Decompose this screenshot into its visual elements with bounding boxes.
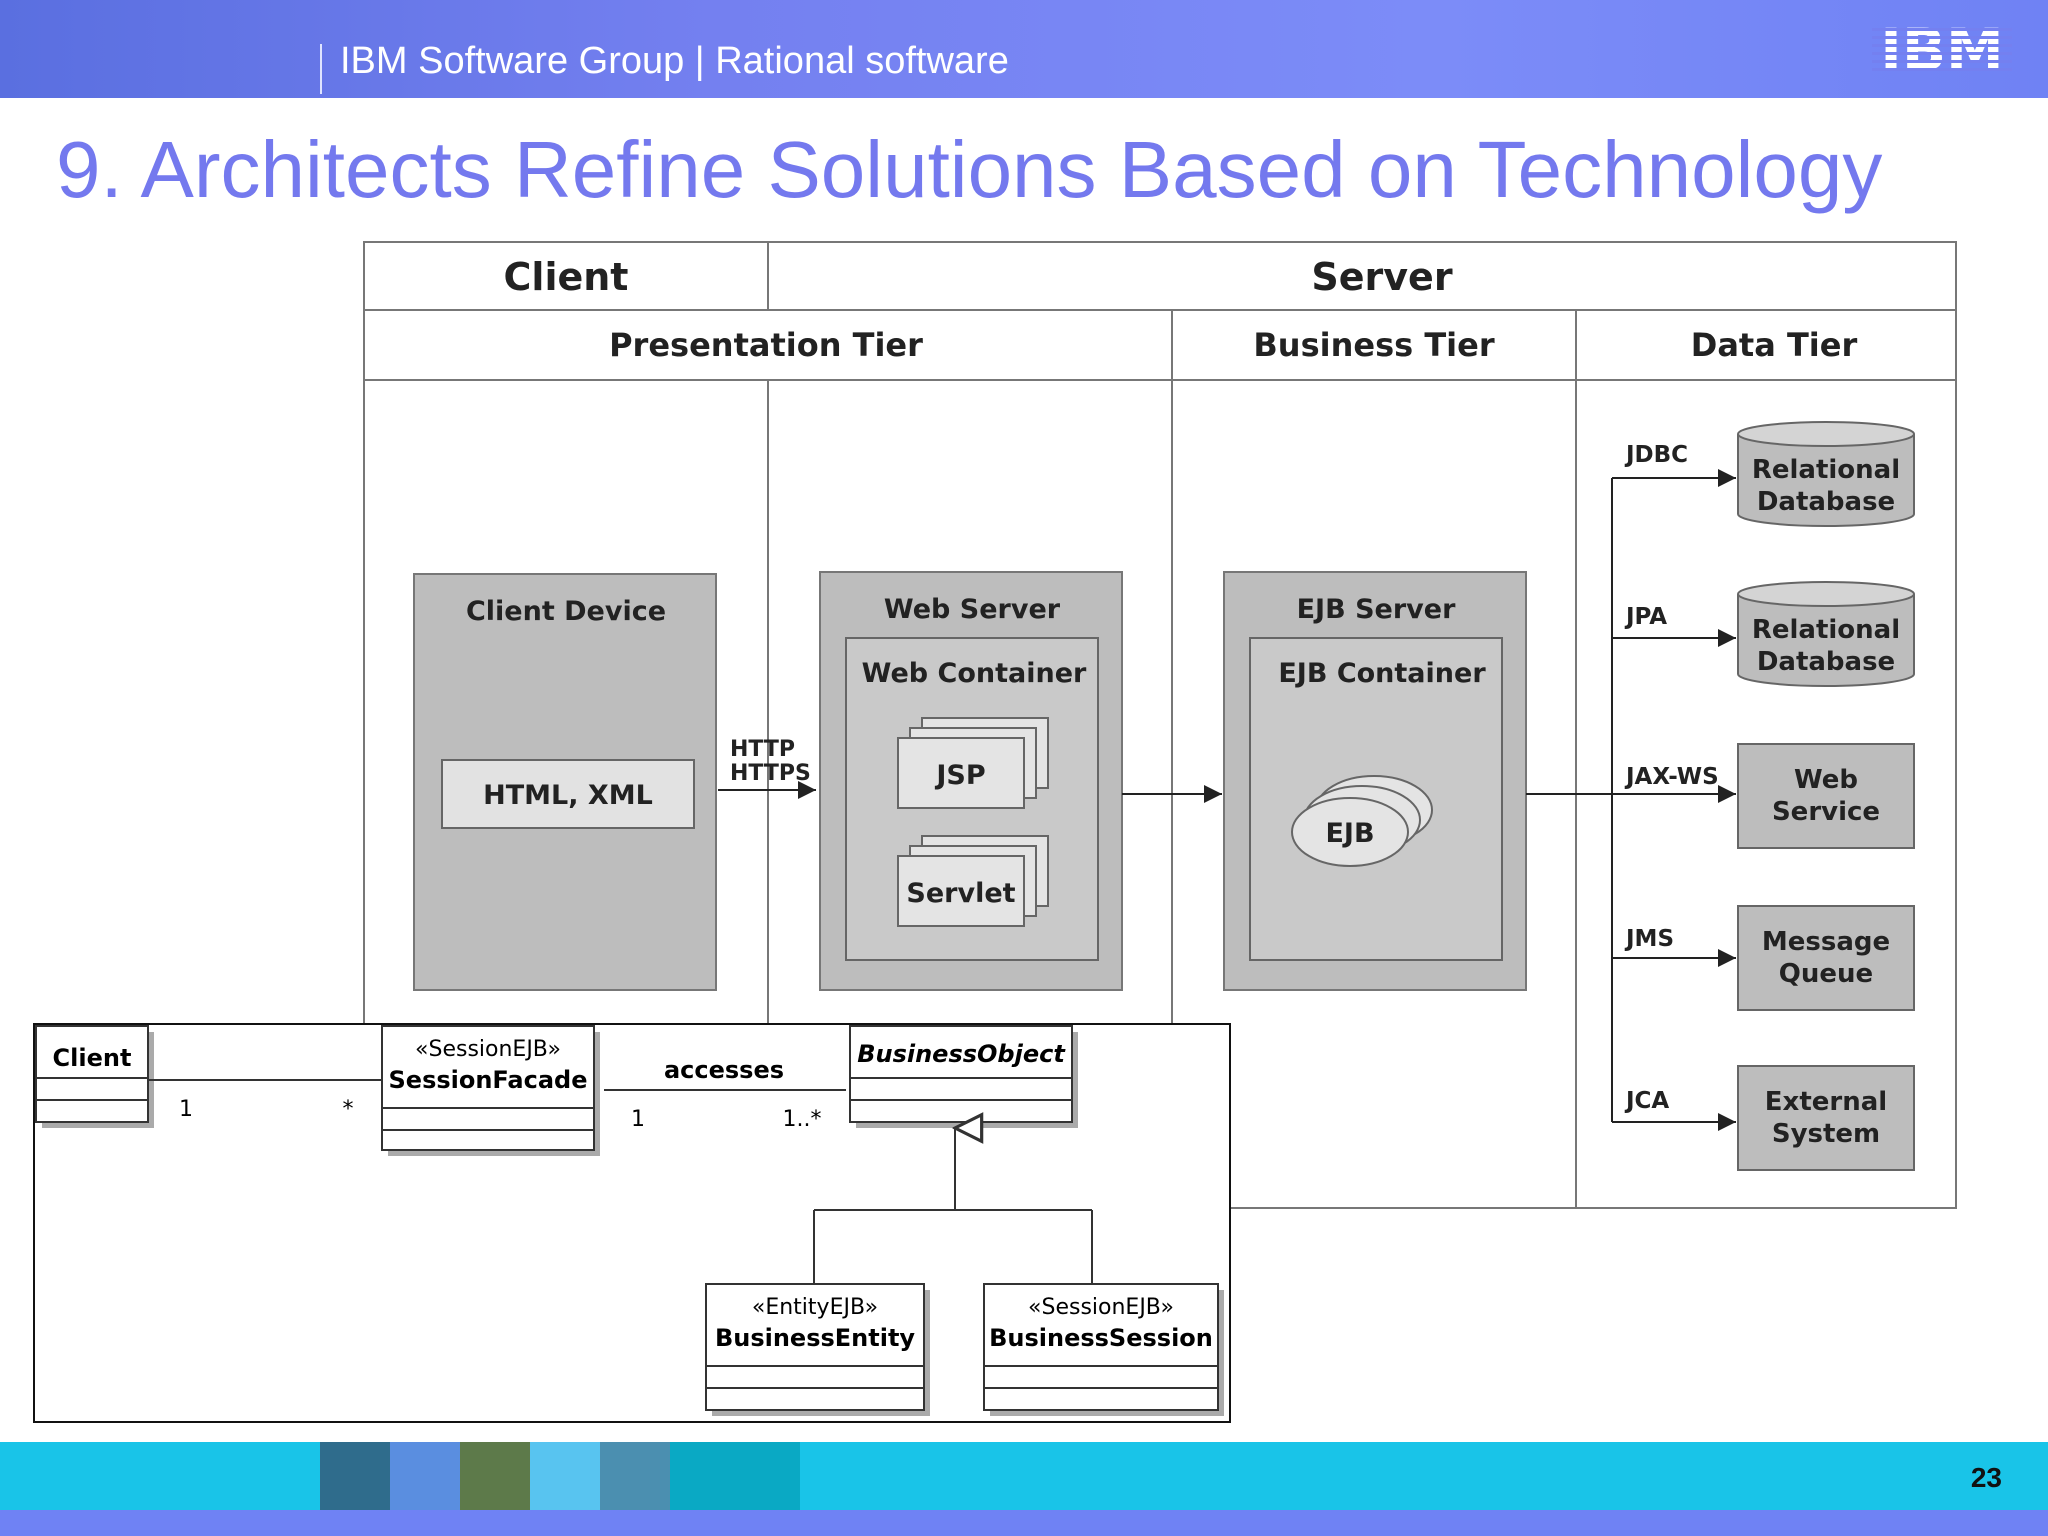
external-system-line1: External xyxy=(1765,1087,1887,1117)
http-label: HTTP xyxy=(730,737,795,762)
uml-client-multiplicity: 1 xyxy=(179,1097,193,1122)
business-tier-header: Business Tier xyxy=(1253,326,1494,364)
message-queue-box xyxy=(1737,905,1915,1011)
ejb-ellipse xyxy=(1291,797,1409,867)
jca-label: JCA xyxy=(1624,1088,1669,1114)
page-number: 23 xyxy=(1970,1462,2002,1493)
server-column-header: Server xyxy=(1311,255,1452,299)
architecture-svg: Client Server Presentation Tier Business… xyxy=(363,241,1957,1209)
uml-business-session-stereotype: «SessionEJB» xyxy=(1028,1295,1174,1320)
jsp-label: JSP xyxy=(934,760,985,791)
relational-database-2-line2: Database xyxy=(1757,647,1895,677)
servlet-label: Servlet xyxy=(906,878,1015,909)
uml-business-entity-name: BusinessEntity xyxy=(715,1324,915,1352)
html-xml-box xyxy=(441,759,695,829)
web-service-box xyxy=(1737,743,1915,849)
header-group-text: IBM Software Group | Rational software xyxy=(340,40,1009,82)
relational-database-1-line1: Relational xyxy=(1752,455,1900,485)
jpa-label: JPA xyxy=(1624,604,1667,630)
uml-business-session-name: BusinessSession xyxy=(989,1324,1213,1352)
presentation-tier-header: Presentation Tier xyxy=(609,326,923,364)
web-service-line1: Web xyxy=(1794,765,1858,795)
external-system-box xyxy=(1737,1065,1915,1171)
relational-database-2-line1: Relational xyxy=(1752,615,1900,645)
ibm-logo-icon: IBM xyxy=(1872,20,2012,80)
uml-session-facade-name: SessionFacade xyxy=(389,1066,588,1094)
uml-svg: Client 1 * «SessionEJB» SessionFacade ac… xyxy=(33,1023,1231,1423)
ejb-label: EJB xyxy=(1325,818,1374,849)
uml-business-object-class xyxy=(849,1025,1073,1123)
data-tier-header: Data Tier xyxy=(1691,326,1858,364)
client-column-header: Client xyxy=(504,255,629,299)
uml-session-facade-stereotype: «SessionEJB» xyxy=(415,1037,561,1062)
message-queue-line2: Queue xyxy=(1779,959,1873,989)
uml-class-diagram: Client 1 * «SessionEJB» SessionFacade ac… xyxy=(32,1022,1232,1426)
footer-image-strip xyxy=(320,1442,800,1510)
jdbc-label: JDBC xyxy=(1624,442,1688,468)
ejb-server-title: EJB Server xyxy=(1297,594,1456,625)
uml-business-object-name: BusinessObject xyxy=(857,1040,1066,1068)
uml-accesses-right-multiplicity: 1..* xyxy=(783,1107,822,1132)
uml-facade-multiplicity: * xyxy=(343,1097,354,1122)
html-xml-label: HTML, XML xyxy=(483,780,653,811)
relational-database-1-line2: Database xyxy=(1757,487,1895,517)
https-label: HTTPS xyxy=(730,761,811,786)
uml-business-entity-stereotype: «EntityEJB» xyxy=(752,1295,878,1320)
slide-title: 9. Architects Refine Solutions Based on … xyxy=(56,125,1883,214)
uml-accesses-label: accesses xyxy=(664,1056,784,1084)
architecture-diagram: Client Server Presentation Tier Business… xyxy=(360,238,1960,1242)
relational-database-2 xyxy=(1737,594,1915,687)
web-server-title: Web Server xyxy=(884,594,1061,625)
slide-footer: 23 xyxy=(0,1442,2048,1510)
jms-label: JMS xyxy=(1624,926,1674,952)
uml-client-name: Client xyxy=(53,1044,132,1072)
uml-accesses-left-multiplicity: 1 xyxy=(631,1107,645,1132)
jax-ws-label: JAX-WS xyxy=(1624,764,1719,790)
uml-client-class xyxy=(35,1025,149,1123)
ejb-container-title: EJB Container xyxy=(1278,658,1486,689)
jsp-box xyxy=(897,737,1025,809)
external-system-line2: System xyxy=(1772,1119,1880,1149)
web-container-title: Web Container xyxy=(862,658,1087,689)
client-device-title: Client Device xyxy=(466,596,666,627)
header-separator xyxy=(320,44,322,94)
servlet-box xyxy=(897,855,1025,927)
relational-database-1 xyxy=(1737,434,1915,527)
slide-header: IBM Software Group | Rational software I… xyxy=(0,0,2048,98)
bottom-bar xyxy=(0,1510,2048,1536)
message-queue-line1: Message xyxy=(1762,927,1890,957)
web-service-line2: Service xyxy=(1772,797,1880,827)
